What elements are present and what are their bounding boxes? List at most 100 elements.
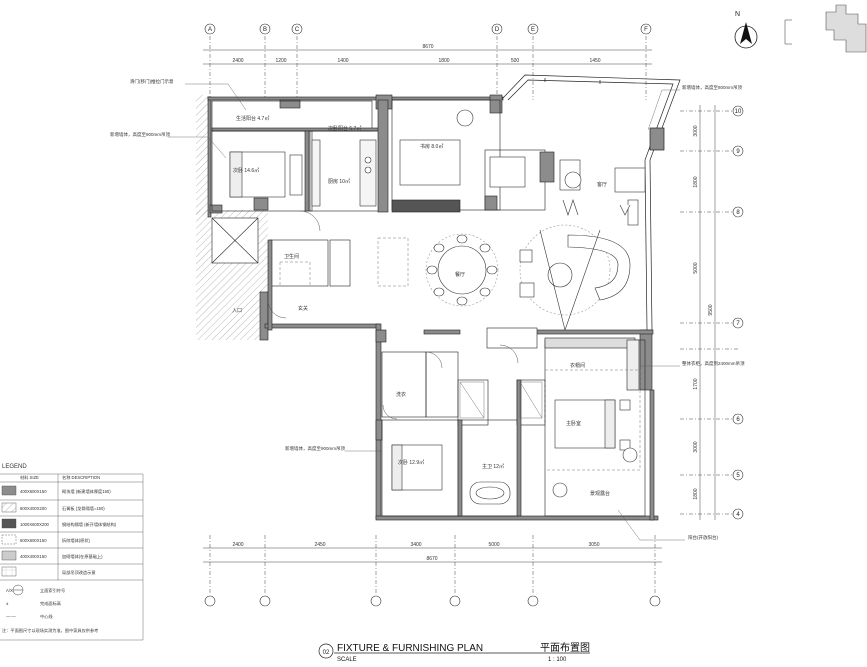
grid-label-top: A [208,27,212,33]
annotation-text: 新增墙体，高度至900mm吊顶 [110,131,171,138]
bathtub [469,481,511,505]
legend-title: LEGEND [2,464,27,470]
room-label: 主卫 12㎡ [482,463,504,470]
interior-walls-lower [381,337,646,517]
legend-desc: 拆除墙体(原状) [62,537,91,544]
legend-header: 材料 SIZE [20,474,39,481]
dim-top-segment: 2400 [232,58,243,64]
legend-symbol: —·— [6,614,17,619]
room-label: 次卧 14.6㎡ [233,167,259,174]
legend-desc: 砌块墙 (新建墙体厚度150) [62,488,111,495]
dim-bottom-segment: 2450 [314,542,325,548]
key-plan-icon [784,4,867,53]
annotation-text: 新增墙体，高度至900mm吊顶 [285,445,346,452]
room-label: 次卧 12.9㎡ [398,459,424,466]
grid-bottom-bubbles [204,595,661,607]
legend-desc: 局部吊顶改造示意 [62,569,96,576]
study-furniture [559,159,646,226]
grid-label-top: D [495,27,500,33]
grid-label-top: B [263,27,267,33]
legend-desc: 石膏板 (龙骨隔墙=150) [62,505,105,512]
grid-label-right: 8 [736,210,740,216]
annotation-text: 阳台(开放阳台) [688,534,718,541]
ceiling-outline [279,237,641,471]
dim-bottom-segment: 2400 [232,542,243,548]
living-room-furniture [519,224,631,331]
room-label: 入口 [232,308,242,314]
grid-label-top: C [295,27,300,33]
grid-label-right: 7 [736,321,740,327]
dim-right-segment: 1800 [693,488,699,499]
exterior-walls [207,94,659,521]
legend-symbol: ± [6,601,9,606]
room-label: 景观露台 [590,490,610,497]
drawing-title-cn: 平面布置图 [540,642,590,654]
doors [267,210,519,420]
grid-label-right: 4 [736,512,740,518]
drawing-title-en: FIXTURE & FURNISHING PLAN [337,643,483,654]
title-block: 02 FIXTURE & FURNISHING PLAN 平面布置图 SCALE… [318,642,590,663]
kitchen-counters [311,139,377,207]
legend-symbol-desc: 立面索引符号 [40,587,65,594]
dim-top-segment: 1400 [337,58,348,64]
legend-desc: 加砌墙体(在原基础上) [62,553,103,560]
dim-right-segment: 3000 [693,441,699,452]
room-label: 洗衣 [396,391,406,398]
wardrobes [459,381,543,419]
dim-bottom-segment: 5000 [488,542,499,548]
legend-symbol-desc: 中心线 [40,613,53,620]
dim-right-segment: 1800 [693,176,699,187]
room-label: 厨房 10㎡ [328,178,350,185]
room-label: 餐厅 [455,271,465,278]
annotation-leaders [168,83,685,541]
annotation-text: 整体衣柜，高度到2400mm吊顶 [682,360,745,367]
legend-size: 400X600X150 [20,489,47,494]
legend-desc: 钢结构隔墙 (新开墙体钢结构) [62,521,117,528]
north-arrow-icon: N [734,11,758,49]
legend-swatches [1,485,17,577]
dim-top-segment: 500 [511,58,520,64]
grid-right [680,105,740,520]
study-desk [399,109,526,188]
legend-size: 600X600X150 [20,538,47,543]
annotation-text: 滑门(移门)推拉门示意 [130,78,174,85]
dining-table [425,233,499,307]
dim-top-overall: 8670 [422,44,433,50]
dim-right-segment: 3000 [693,125,699,136]
legend-symbol: A/XX [6,588,16,593]
bed-third [391,444,443,491]
room-label: 玄关 [298,305,308,312]
grid-top-bubbles [204,23,652,35]
legend-size: 600X400X200 [20,506,47,511]
grid-bottom [203,535,662,595]
room-label: 客厅 [597,181,607,188]
grid-label-right: 5 [736,473,740,479]
room-label: 衣帽间 [570,362,585,369]
dim-bottom-segment: 3050 [588,542,599,548]
grid-label-right: 10 [735,109,742,115]
grid-top [203,36,652,100]
room-label: 卫生间 [284,253,299,260]
legend-symbol-icon [12,584,24,596]
scale-value: 1 : 100 [548,657,567,663]
drawing-number: 02 [323,650,330,656]
grid-label-top: E [531,27,535,33]
dim-right-segment: 1700 [693,378,699,389]
dim-right-segment: 5000 [693,262,699,273]
svg-text:N: N [735,11,740,18]
bay-window-walls [502,74,681,331]
dim-top-segment: 1450 [589,58,600,64]
bed-secondary [229,151,303,198]
annotation-text: 新增墙体，高度至800mm吊顶 [682,84,743,91]
room-label: 主卧室 [566,420,581,427]
legend-size: 400X400X150 [20,554,47,559]
grid-label-right: 9 [736,149,740,155]
dim-top-segment: 1200 [275,58,286,64]
legend [0,473,144,641]
legend-header: 名称 DESCRIPTION [62,474,100,481]
scale-label: SCALE [337,657,357,663]
grid-label-top: F [644,27,648,33]
legend-size: 1000X600X200 [20,522,50,527]
interior-walls [211,99,555,331]
